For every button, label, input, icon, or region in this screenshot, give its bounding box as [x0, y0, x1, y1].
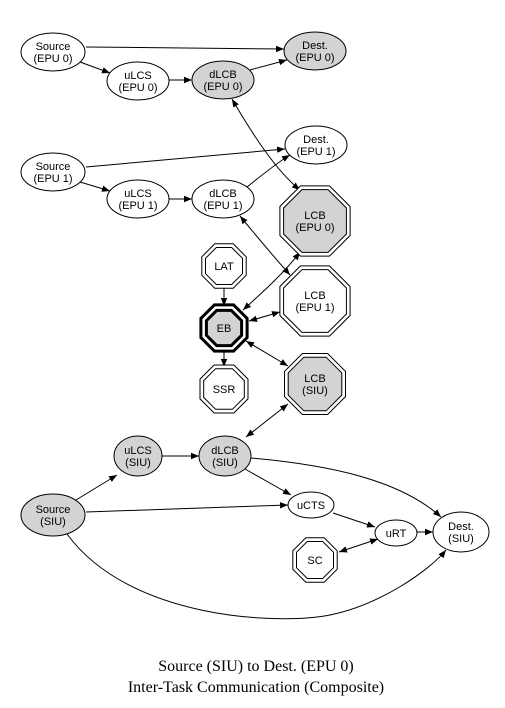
node-label: (EPU 1) [33, 173, 72, 185]
node-label: Dest. [303, 134, 329, 146]
node-src-siu: Source(SIU) [20, 493, 86, 537]
node-label: (SIU) [448, 533, 474, 545]
node-dest-siu: Dest.(SIU) [432, 511, 490, 553]
node-label: (SIU) [212, 457, 238, 469]
edge-dlcb_epu0-to-lcb_epu0 [231, 98, 301, 191]
edge-src_epu0-to-ulcs_epu0 [79, 61, 111, 74]
node-label: (EPU 1) [296, 146, 335, 158]
edge-src_siu-to-dest_siu [66, 533, 447, 620]
node-label: (EPU 1) [203, 200, 242, 212]
node-label: uRT [386, 528, 407, 540]
node-ulcs-epu1: uLCS(EPU 1) [106, 179, 170, 219]
node-dest-epu0: Dest.(EPU 0) [283, 31, 347, 71]
node-urt: uRT [374, 519, 418, 547]
node-label: (SIU) [302, 385, 328, 397]
node-label: uLCS [124, 445, 152, 457]
node-label: LCB [304, 373, 325, 385]
node-lcb-epu1: LCB(EPU 1) [279, 265, 351, 337]
edge-dlcb_siu-to-dest_siu [250, 457, 442, 518]
node-label: EB [217, 323, 232, 335]
edge-eb-to-lcb_epu0 [242, 251, 301, 311]
node-dlcb-epu1: dLCB(EPU 1) [191, 179, 255, 219]
node-label: dLCB [211, 445, 239, 457]
node-label: (EPU 1) [118, 200, 157, 212]
edge-src_epu1-to-ulcs_epu1 [79, 181, 111, 192]
edge-eb-to-lcb_siu [245, 340, 289, 367]
node-label: (EPU 1) [295, 302, 334, 314]
node-label: uCTS [297, 500, 325, 512]
edge-dlcb_epu0-to-dest_epu0 [249, 58, 288, 71]
node-label: LCB [304, 290, 325, 302]
node-label: Source [36, 504, 71, 516]
node-label: dLCB [209, 188, 237, 200]
edge-eb-to-lcb_epu1 [248, 311, 281, 322]
node-label: LCB [304, 210, 325, 222]
node-dlcb-epu0: dLCB(EPU 0) [191, 60, 255, 100]
node-label: uLCS [124, 70, 152, 82]
node-dest-epu1: Dest.(EPU 1) [284, 125, 348, 165]
node-ulcs-siu: uLCS(SIU) [113, 435, 163, 477]
edge-src_epu0-to-dest_epu0 [85, 45, 285, 53]
node-ssr: SSR [199, 364, 249, 414]
node-label: (EPU 0) [203, 81, 242, 93]
edge-dlcb_siu-to-ucts [244, 468, 292, 496]
node-label: (EPU 0) [118, 82, 157, 94]
node-label: (EPU 0) [33, 53, 72, 65]
node-sc: SC [292, 537, 338, 583]
node-dlcb-siu: dLCB(SIU) [198, 435, 252, 477]
node-lcb-siu: LCB(SIU) [284, 353, 346, 415]
edge-ucts-to-urt [332, 512, 376, 528]
node-lat: LAT [201, 243, 247, 289]
node-label: Source [36, 41, 71, 53]
caption-line-2: Inter-Task Communication (Composite) [128, 679, 384, 696]
node-ulcs-epu0: uLCS(EPU 0) [106, 61, 170, 101]
edge-dlcb_siu-to-lcb_siu [245, 403, 289, 438]
node-label: Source [36, 161, 71, 173]
node-label: SC [307, 555, 322, 567]
edge-src_siu-to-ucts [85, 502, 289, 513]
nodes-layer: Source(EPU 0)uLCS(EPU 0)dLCB(EPU 0)Dest.… [20, 31, 490, 583]
node-label: Dest. [302, 40, 328, 52]
edges-layer [66, 45, 447, 620]
edge-src_siu-to-ulcs_siu [75, 474, 118, 501]
node-label: LAT [214, 261, 234, 273]
edge-src_epu1-to-dest_epu1 [85, 146, 286, 168]
node-label: uLCS [124, 188, 152, 200]
edge-dlcb_epu1-to-dest_epu1 [246, 154, 291, 188]
node-label: SSR [213, 384, 236, 396]
node-ucts: uCTS [287, 491, 335, 519]
node-lcb-epu0: LCB(EPU 0) [279, 185, 351, 257]
caption-line-1: Source (SIU) to Dest. (EPU 0) [158, 658, 354, 675]
edge-sc-to-urt [338, 538, 379, 553]
node-label: (SIU) [125, 457, 151, 469]
node-label: (SIU) [40, 516, 66, 528]
node-label: dLCB [209, 69, 237, 81]
node-label: (EPU 0) [295, 222, 334, 234]
node-src-epu1: Source(EPU 1) [20, 152, 86, 192]
node-label: Dest. [448, 521, 474, 533]
node-src-epu0: Source(EPU 0) [20, 32, 86, 72]
node-eb: EB [199, 303, 249, 353]
node-label: (EPU 0) [295, 52, 334, 64]
